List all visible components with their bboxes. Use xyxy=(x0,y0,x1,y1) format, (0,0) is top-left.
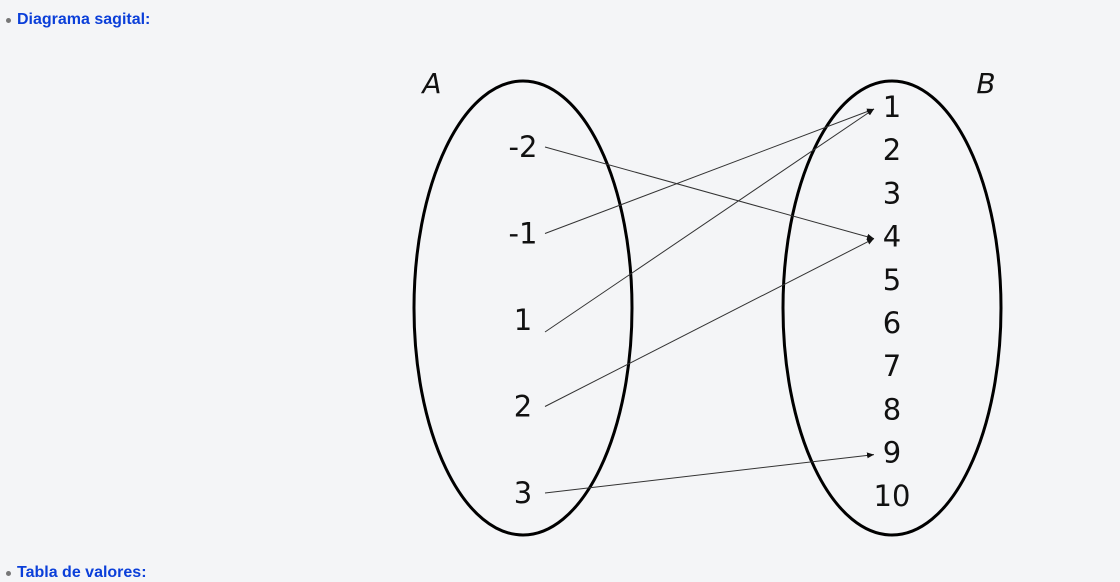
set-b-element: 7 xyxy=(883,349,901,383)
mapping-arrow xyxy=(544,146,875,240)
set-a-element: -1 xyxy=(509,217,538,251)
set-b-element: 3 xyxy=(883,176,901,210)
mapping-arrow xyxy=(544,238,875,407)
set-b-element: 5 xyxy=(883,263,901,297)
set-b-element: 6 xyxy=(883,306,901,340)
mapping-arrow xyxy=(544,452,875,494)
diagram-heading: Diagrama sagital: xyxy=(17,11,151,28)
set-b-ellipse xyxy=(781,79,1003,537)
set-b-label: B xyxy=(976,67,995,100)
set-b-element: 1 xyxy=(883,90,901,124)
set-b-element: 9 xyxy=(883,436,901,470)
bullet-dot-icon xyxy=(6,17,11,23)
bullet-dot-icon xyxy=(6,570,11,576)
mapping-arrow xyxy=(544,108,875,333)
set-b-element: 2 xyxy=(883,133,901,167)
bullet-tabla-de-valores: Tabla de valores: xyxy=(6,564,147,582)
set-b-element: 4 xyxy=(883,220,901,254)
mapping-arrow xyxy=(544,108,875,234)
set-a-element: 2 xyxy=(514,390,532,424)
mapping-arrows xyxy=(544,108,875,494)
set-a-ellipse xyxy=(412,79,634,537)
set-a-element: 1 xyxy=(514,303,532,337)
set-a-elements: -2 -1 1 2 3 xyxy=(509,130,538,510)
set-b-element: 8 xyxy=(883,392,901,426)
set-b-element: 10 xyxy=(874,479,911,513)
set-a-label: A xyxy=(420,67,441,100)
table-heading: Tabla de valores: xyxy=(17,564,147,581)
set-a-element: -2 xyxy=(509,130,538,164)
bullet-diagrama-sagital: Diagrama sagital: xyxy=(6,11,150,29)
set-b-elements: 1 2 3 4 5 6 7 8 9 10 xyxy=(874,90,911,513)
set-a-element: 3 xyxy=(514,476,532,510)
